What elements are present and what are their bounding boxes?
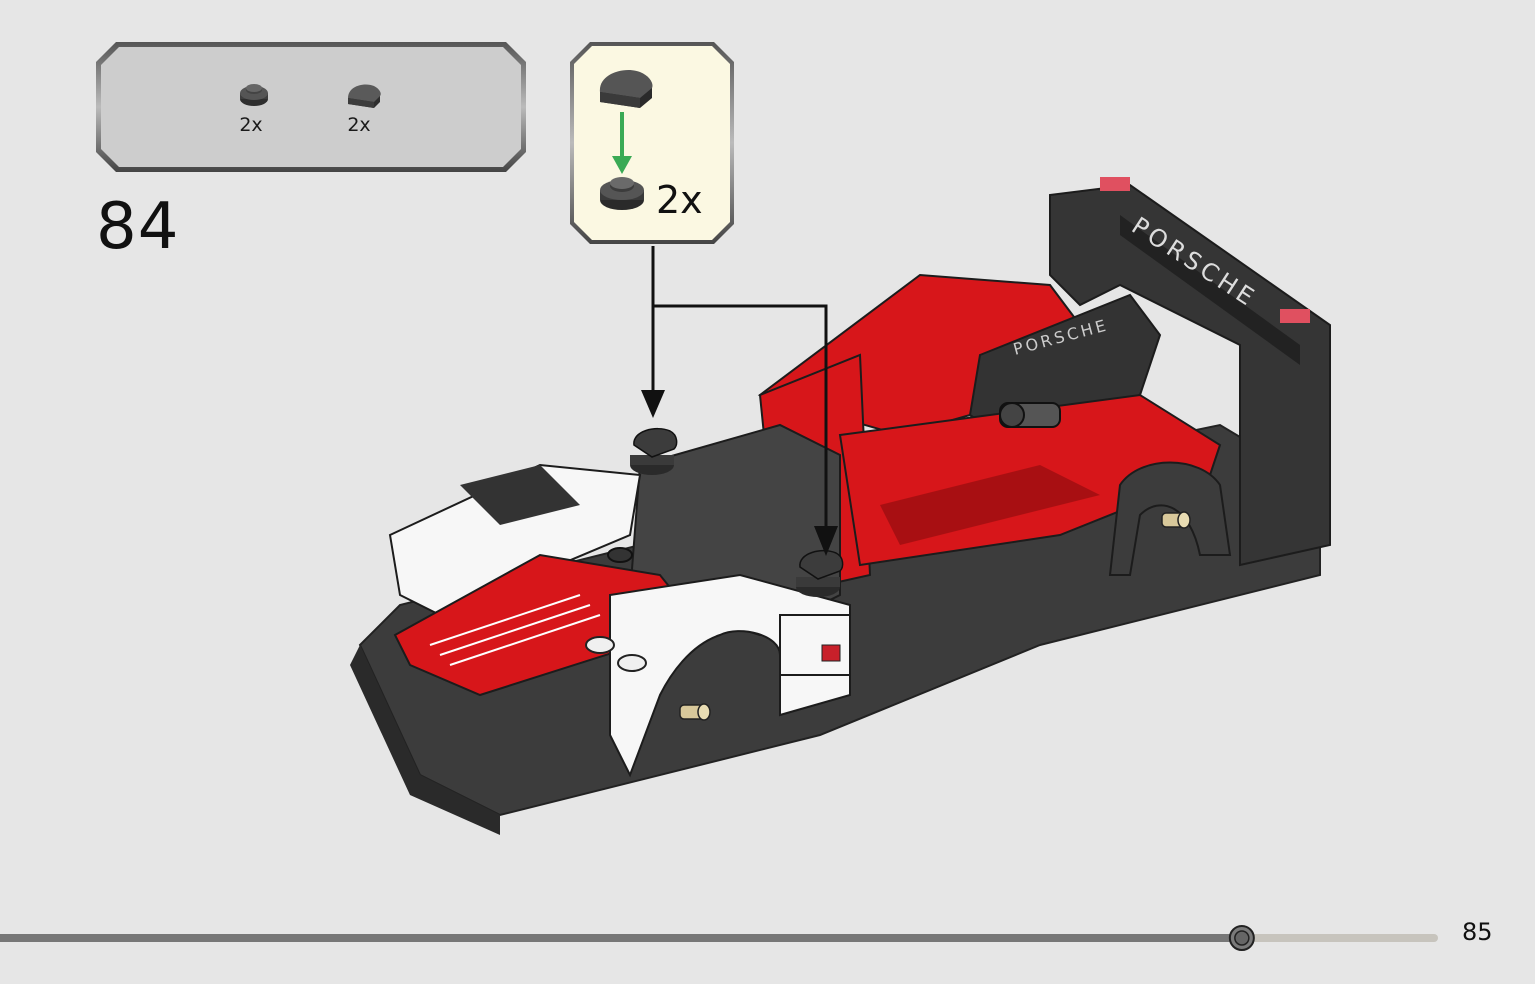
rear-light-left: [1100, 177, 1130, 191]
front-axle: [679, 703, 711, 721]
rear-axle: [1161, 511, 1191, 529]
progress-knob-icon: [1228, 925, 1255, 951]
callout-box: [568, 40, 736, 246]
white-stud: [617, 654, 647, 672]
placed-tile-left: [630, 427, 678, 475]
parts-list-panel: 2x 2x: [94, 40, 528, 174]
callout-frame: [570, 42, 734, 244]
parts-panel-frame: [96, 42, 526, 172]
part-quantity-quarter-tile: 2x: [347, 114, 371, 136]
dark-stud: [607, 547, 633, 563]
part-quantity-round-plate: 2x: [239, 114, 263, 136]
placed-tile-right: [796, 549, 844, 597]
car-model-illustration: PORSCHE PORSCHE: [340, 175, 1340, 835]
white-stud: [585, 636, 615, 654]
callout-quantity: 2x: [656, 178, 703, 222]
round-plate-icon: [240, 84, 268, 106]
page-number: 85: [1462, 918, 1493, 946]
step-number: 84: [96, 190, 180, 264]
callout-round-plate-icon: [600, 177, 644, 210]
model-svg: PORSCHE PORSCHE: [350, 177, 1331, 835]
progress-bar: [0, 925, 1438, 951]
rear-light-right: [1280, 309, 1310, 323]
quarter-round-tile-icon: [348, 84, 381, 108]
rear-wheel-arch: [1108, 461, 1232, 576]
callout-quarter-tile-icon: [599, 70, 653, 108]
rear-wing-frame: [1049, 183, 1331, 567]
